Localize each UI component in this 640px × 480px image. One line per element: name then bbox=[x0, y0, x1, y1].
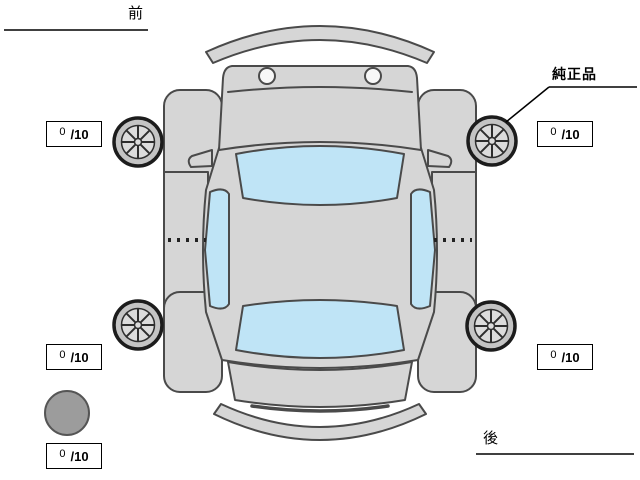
front-bumper bbox=[205, 25, 435, 64]
side-mirror-right bbox=[427, 149, 453, 168]
wheel-front-right bbox=[466, 115, 518, 167]
front-label: 前 bbox=[128, 5, 145, 22]
wheel-front-left bbox=[112, 116, 164, 168]
score-value: 0 bbox=[550, 349, 557, 361]
rear-label: 後 bbox=[483, 430, 500, 447]
score-value: 0 bbox=[59, 448, 66, 460]
rear-edge-line bbox=[250, 404, 390, 413]
genuine-part-leader-line bbox=[505, 86, 550, 123]
score-value: 0 bbox=[550, 126, 557, 138]
score-max: /10 bbox=[70, 349, 89, 365]
side-mirror-left bbox=[187, 149, 213, 168]
wheel-rear-left bbox=[112, 299, 164, 351]
wheel-rear-right bbox=[465, 300, 517, 352]
score-max: /10 bbox=[561, 349, 580, 365]
score-value: 0 bbox=[59, 349, 66, 361]
windshield-glass bbox=[235, 145, 405, 206]
hood-panel bbox=[218, 65, 422, 151]
score-max: /10 bbox=[561, 126, 580, 142]
rear-bumper bbox=[213, 403, 427, 441]
side-window-glass-left bbox=[204, 188, 230, 310]
score-max: /10 bbox=[70, 448, 89, 464]
score-max: /10 bbox=[70, 126, 89, 142]
tire-score-front-left: 0 /10 bbox=[46, 121, 102, 147]
score-value: 0 bbox=[59, 126, 66, 138]
hood-circle-left bbox=[258, 67, 276, 85]
trunk-panel bbox=[227, 361, 413, 408]
genuine-part-label: 純正品 bbox=[552, 66, 597, 82]
rear-window-glass bbox=[235, 299, 405, 359]
tire-score-spare: 0 /10 bbox=[46, 443, 102, 469]
side-window-glass-right bbox=[410, 188, 436, 310]
tire-score-rear-left: 0 /10 bbox=[46, 344, 102, 370]
tire-score-front-right: 0 /10 bbox=[537, 121, 593, 147]
tire-score-rear-right: 0 /10 bbox=[537, 344, 593, 370]
cowl-line bbox=[227, 86, 413, 93]
spare-tire-icon bbox=[44, 390, 90, 436]
hood-circle-right bbox=[364, 67, 382, 85]
